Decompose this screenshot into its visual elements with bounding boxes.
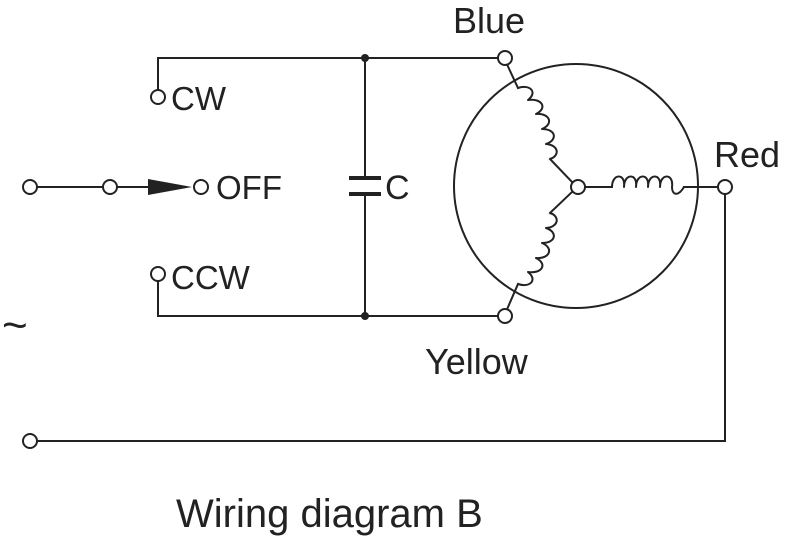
star-winding-icon: [503, 58, 718, 316]
label-cw: CW: [171, 80, 227, 117]
terminal-red: [717, 179, 733, 195]
terminal-ac-top: [22, 179, 38, 195]
label-capacitor: C: [385, 169, 410, 207]
terminal-switch-common: [102, 179, 118, 195]
terminal-yellow: [497, 308, 513, 324]
label-yellow: Yellow: [425, 341, 529, 382]
return-line: [36, 193, 726, 442]
diagram-caption: Wiring diagram B: [176, 492, 483, 536]
junction-dot-top: [361, 54, 369, 62]
terminal-ac-bottom: [22, 433, 38, 449]
label-ac-source: ~: [2, 301, 28, 350]
label-red: Red: [714, 134, 780, 175]
label-blue: Blue: [453, 0, 525, 41]
junction-dot-bottom: [361, 312, 369, 320]
terminal-ccw: [150, 266, 166, 282]
terminal-cw: [150, 89, 166, 105]
arrow-right-icon: [148, 179, 192, 195]
terminal-blue: [497, 50, 513, 66]
capacitor-icon: [349, 176, 381, 196]
label-off: OFF: [216, 169, 282, 206]
label-ccw: CCW: [171, 259, 251, 296]
terminal-off: [193, 179, 209, 195]
terminal-star-center: [570, 179, 586, 195]
